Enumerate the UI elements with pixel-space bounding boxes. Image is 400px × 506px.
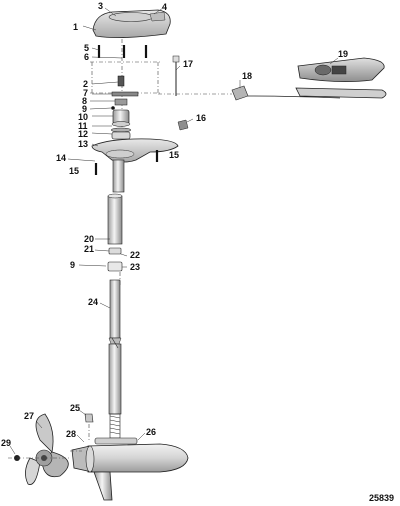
callout-12: 12 [78,129,88,139]
foot-pedal-assembly [158,55,387,131]
callout-10: 10 [78,112,88,122]
callout-labels: 1 3 4 5 6 2 7 8 9 10 11 12 13 14 15 15 1… [1,1,348,448]
callout-8: 8 [82,96,87,106]
plate-pins [90,45,160,94]
callout-9-lower: 9 [70,260,75,270]
long-shaft [108,279,122,439]
callout-1: 1 [73,22,78,32]
document-number: 25839 [369,493,394,503]
callout-2: 2 [83,79,88,89]
shaft-tube [107,193,123,272]
callout-20: 20 [84,234,94,244]
leader-lines [9,7,339,455]
callout-15-left: 15 [69,166,79,176]
callout-6: 6 [84,52,89,62]
callout-5: 5 [84,43,89,53]
motor-housing [71,437,189,501]
callout-28: 28 [66,429,76,439]
callout-9: 9 [82,104,87,114]
callout-15-right: 15 [169,150,179,160]
control-head-cover [92,9,171,38]
callout-23: 23 [130,262,140,272]
drive-pin [84,413,94,440]
callout-26: 26 [146,427,156,437]
propeller [8,413,82,485]
mount-collar [91,138,179,175]
callout-25: 25 [70,403,80,413]
callout-27: 27 [24,411,34,421]
callout-24: 24 [88,297,98,307]
callout-21: 21 [84,244,94,254]
callout-17: 17 [183,59,193,69]
callout-13: 13 [78,139,88,149]
callout-18: 18 [242,71,252,81]
callout-3: 3 [98,1,103,11]
callout-4: 4 [162,2,167,12]
callout-16: 16 [196,113,206,123]
internal-parts-stack [110,75,139,140]
callout-22: 22 [130,250,140,260]
upper-shaft [112,159,125,193]
callout-11: 11 [78,121,88,131]
callout-29: 29 [1,438,11,448]
callout-19: 19 [338,49,348,59]
callout-14: 14 [56,153,66,163]
callout-7: 7 [83,88,88,98]
